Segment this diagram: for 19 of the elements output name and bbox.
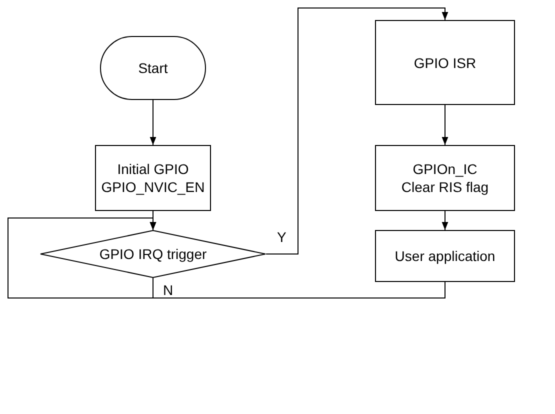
node-text: User application — [394, 247, 496, 265]
arrow — [8, 218, 446, 298]
process-box — [375, 145, 515, 211]
node-text: GPIO IRQ trigger — [99, 245, 207, 263]
process-box — [375, 20, 515, 105]
node-text: Clear RIS flag — [401, 178, 489, 196]
arrow — [266, 8, 448, 254]
node-text: GPIOn_IC — [412, 160, 478, 178]
node-text: GPIO ISR — [414, 54, 476, 72]
arrow — [442, 104, 448, 146]
node-text: Start — [138, 59, 168, 77]
arrow — [150, 100, 156, 146]
edge-label: Y — [276, 230, 288, 244]
process-box — [375, 230, 515, 282]
node-text: GPIO_NVIC_EN — [101, 178, 205, 196]
process-box — [95, 145, 211, 211]
node-text: Initial GPIO — [117, 160, 189, 178]
arrow — [442, 210, 448, 230]
edge-label: N — [162, 283, 174, 297]
